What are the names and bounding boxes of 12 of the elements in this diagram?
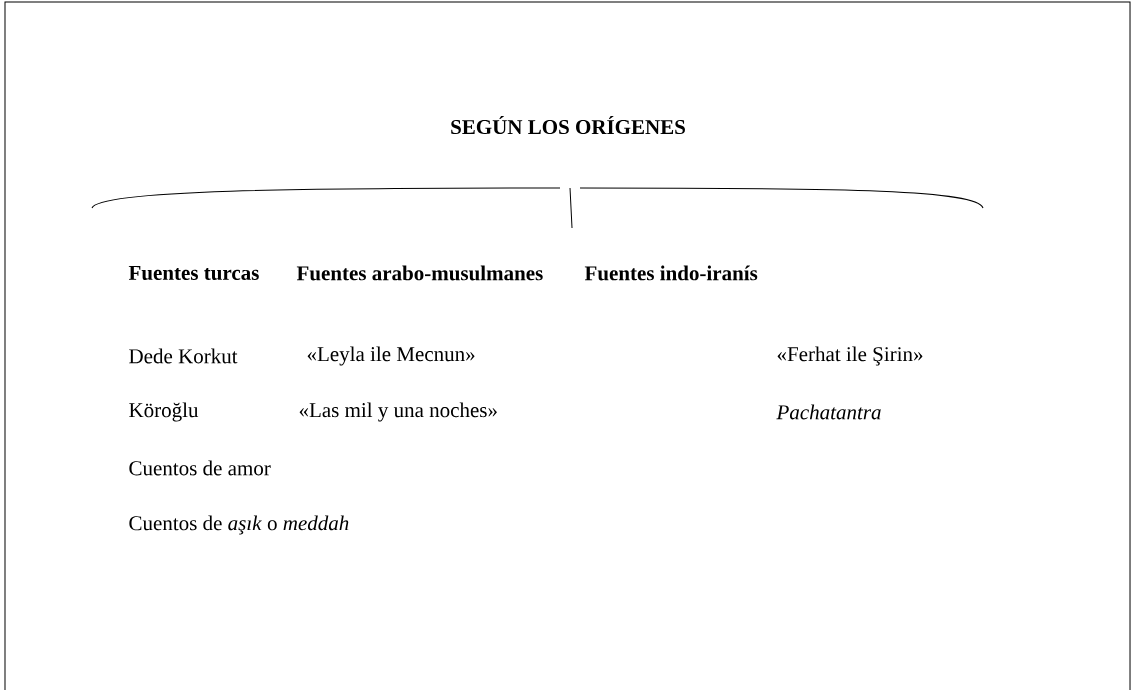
list-item: Köroğlu — [129, 402, 199, 422]
title: SEGÚN LOS ORÍGENES — [451, 115, 685, 135]
list-item: «Las mil y una noches» — [299, 402, 497, 422]
column-heading: Fuentes arabo-musulmanes — [296, 265, 543, 281]
list-item: «Leyla ile Mecnun» — [307, 346, 475, 366]
list-item: Pachatantra — [776, 404, 881, 420]
column-heading: Fuentes indo-iranís — [584, 265, 758, 281]
list-item: Dede Korkut — [129, 348, 238, 364]
list-item: Cuentos de amor — [129, 460, 271, 476]
list-item: «Ferhat ile Şirin» — [777, 346, 923, 366]
list-item: Cuentos de aşık o meddah — [129, 515, 349, 535]
column-heading: Fuentes turcas — [128, 266, 259, 280]
